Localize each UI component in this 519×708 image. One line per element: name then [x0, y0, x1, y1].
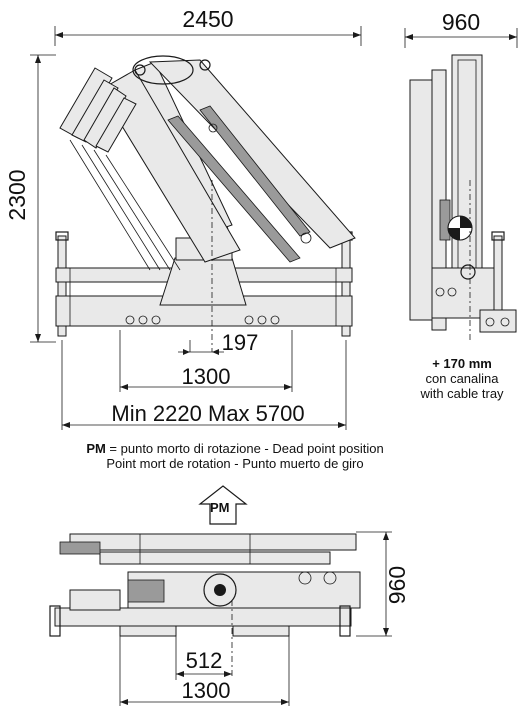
- pm-arrow-label: PM: [210, 500, 230, 515]
- legend-line-2: Point mort de rotation - Punto muerto de…: [50, 456, 420, 471]
- cable-tray-extra: + 170 mm: [432, 356, 492, 371]
- dimension-stabiliser-inner-label: 1300: [182, 364, 231, 389]
- legend-abbr: PM: [86, 441, 106, 456]
- pm-arrow: PM: [198, 485, 248, 525]
- cable-tray-en: with cable tray: [420, 386, 504, 401]
- side-view: 960: [404, 9, 518, 340]
- dimension-side-width-label: 960: [442, 9, 480, 35]
- dimension-front-width-label: 2450: [182, 6, 233, 32]
- dimension-rotation-offset: 197: [178, 330, 258, 355]
- dimension-front-height-label: 2300: [4, 169, 30, 220]
- dimension-folded-width: 1300: [119, 636, 290, 706]
- dimension-side-width: 960: [404, 9, 518, 48]
- dimension-front-width: 2450: [54, 6, 362, 46]
- dimension-rotation-offset-label: 197: [222, 330, 259, 355]
- dimension-front-height: 2300: [4, 54, 56, 343]
- dimension-folded-height: 960: [356, 531, 410, 637]
- legend-line-1-text: = punto morto di rotazione - Dead point …: [105, 441, 384, 456]
- cable-tray-note: + 170 mm con canalina with cable tray: [392, 356, 519, 401]
- folded-view: 960 512 1300: [49, 531, 410, 706]
- boom-extensions: [59, 67, 181, 271]
- legend-line-1: PM = punto morto di rotazione - Dead poi…: [50, 441, 420, 456]
- dimension-stabiliser-span: Min 2220 Max 5700: [61, 340, 347, 430]
- dimension-folded-offset: 512: [175, 636, 232, 680]
- base-bolts: [125, 315, 280, 325]
- cable-tray-it: con canalina: [425, 371, 499, 386]
- dimension-stabiliser-span-label: Min 2220 Max 5700: [111, 401, 304, 426]
- legend-line-2-text: Point mort de rotation - Punto muerto de…: [106, 456, 364, 471]
- dimension-folded-width-label: 1300: [182, 678, 231, 703]
- dimension-folded-offset-label: 512: [186, 648, 223, 673]
- dimension-stabiliser-inner: 1300: [119, 330, 293, 392]
- front-view: 2450 2300: [4, 6, 362, 430]
- dimension-folded-height-label: 960: [384, 566, 410, 604]
